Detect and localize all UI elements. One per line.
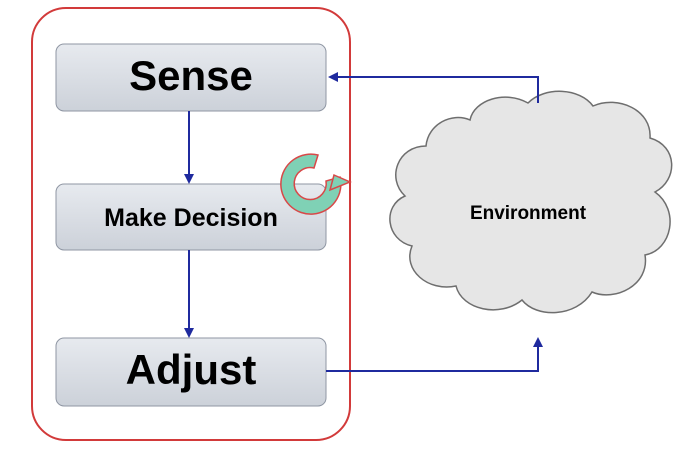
sense-label: Sense (129, 52, 253, 99)
environment-label: Environment (470, 203, 587, 224)
environment-cloud: Environment (389, 90, 673, 314)
arrow-adjust-to-environment (326, 337, 543, 372)
adjust-label: Adjust (126, 346, 257, 393)
sense-node: Sense (55, 43, 327, 112)
make-decision-label: Make Decision (104, 204, 278, 232)
make-decision-node: Make Decision (55, 183, 327, 251)
circular-arrow-icon (280, 153, 352, 215)
arrow-environment-to-sense (328, 72, 539, 103)
adjust-node: Adjust (55, 337, 327, 407)
